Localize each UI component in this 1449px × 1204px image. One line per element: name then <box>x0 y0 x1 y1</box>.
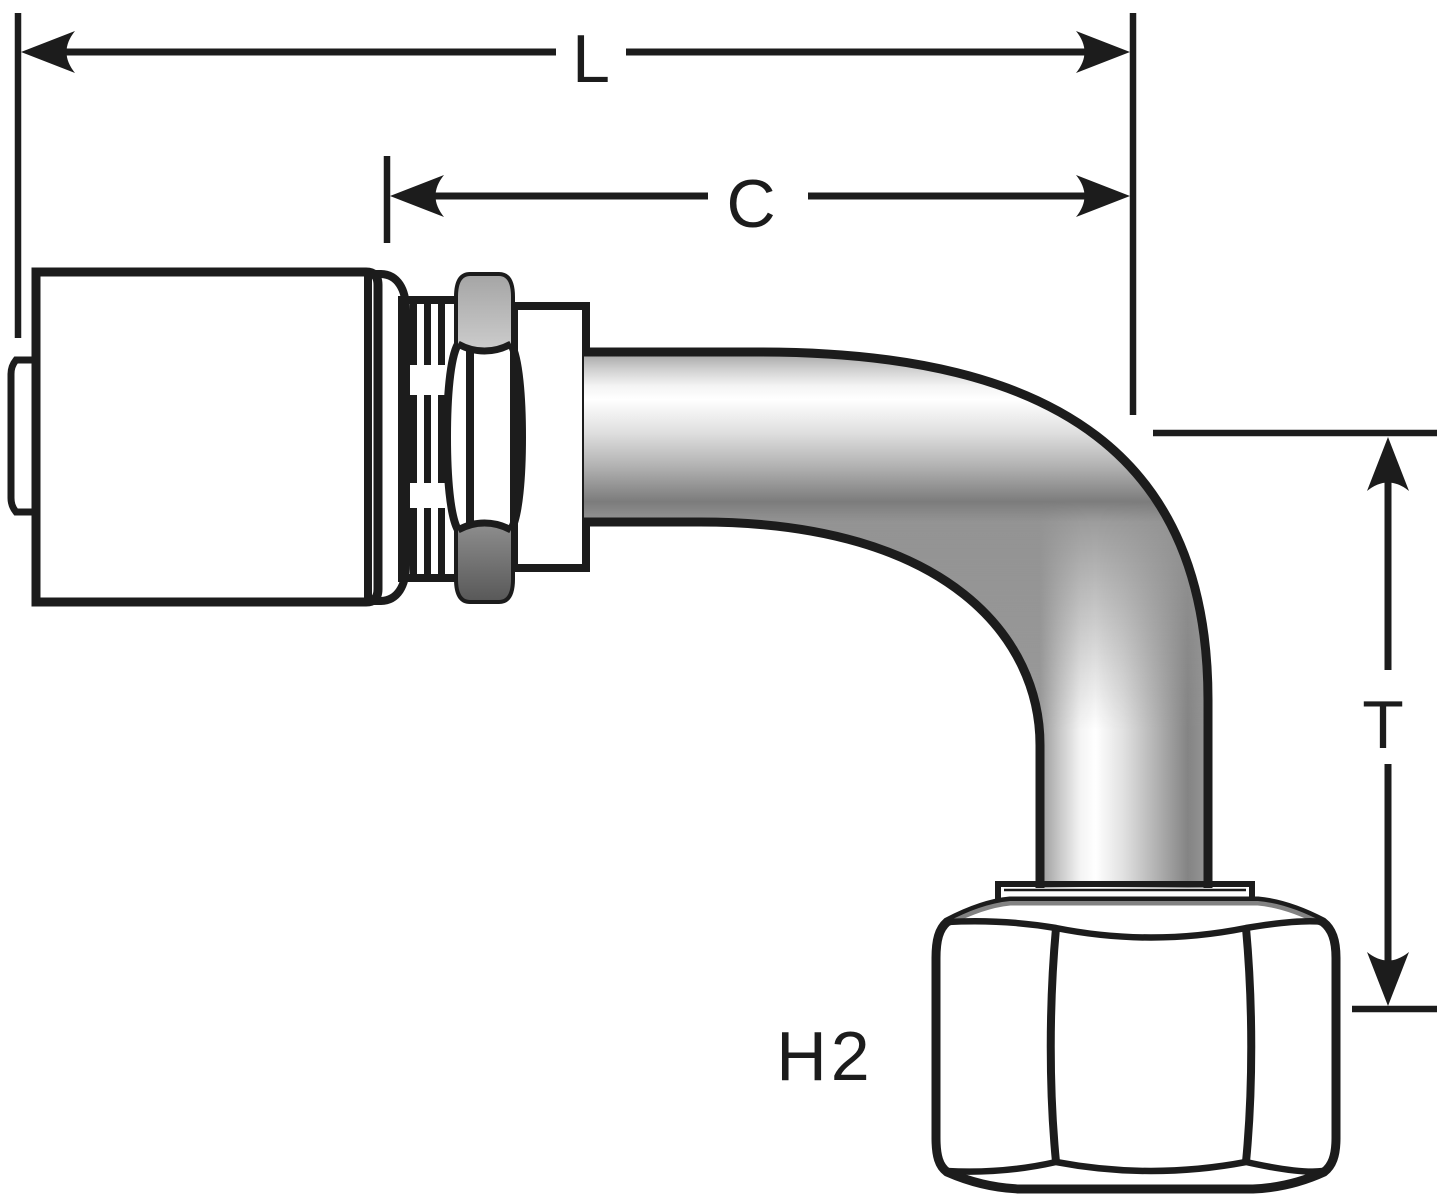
nut-facet-edge <box>1242 927 1256 1163</box>
dimension-L: L <box>21 21 1130 97</box>
label-C: C <box>726 166 775 242</box>
label-H2: H2 <box>776 1017 873 1095</box>
ferrule-nipple <box>7 356 40 516</box>
collar-groove-bar <box>438 395 445 483</box>
nut-facet-edge <box>1046 927 1060 1163</box>
dimension-C: C <box>390 166 1130 242</box>
tube-body-lower-shading <box>584 352 1208 888</box>
dimension-T: T <box>1362 437 1409 1006</box>
collar-groove-bar <box>424 395 431 483</box>
hex-flats <box>442 272 527 604</box>
swivel-hex-nut <box>931 896 1341 1194</box>
label-T: T <box>1362 687 1404 763</box>
nut-bottom-chamfer-edge <box>946 1158 1324 1175</box>
dimension-annotations: L C T H2 <box>14 13 1437 1095</box>
elbow-tube <box>584 347 1213 888</box>
hose-fitting <box>7 267 1341 1194</box>
collar-groove-bar <box>410 508 417 575</box>
nut-silhouette <box>931 896 1341 1194</box>
collar-groove-bar <box>438 302 445 365</box>
hex-bottom-facet <box>458 523 511 600</box>
collar-groove-bar <box>410 302 417 365</box>
hex-facet-edge <box>456 340 513 355</box>
collar-groove-bar <box>424 302 431 365</box>
hex-top-facet <box>458 276 511 351</box>
collar-groove-bar <box>424 508 431 575</box>
collar-grooves <box>410 302 445 575</box>
collar-groove-bar <box>438 508 445 575</box>
label-L: L <box>572 21 610 97</box>
collar-groove-bar <box>410 395 417 483</box>
ferrule-shell <box>31 267 383 607</box>
tube-outer-outline <box>584 347 1213 888</box>
ferrule-cap <box>364 270 410 605</box>
tube-inner-outline <box>584 517 1045 888</box>
nut-top-chamfer-edge <box>946 918 1324 941</box>
hex-facet-edge <box>456 519 513 534</box>
